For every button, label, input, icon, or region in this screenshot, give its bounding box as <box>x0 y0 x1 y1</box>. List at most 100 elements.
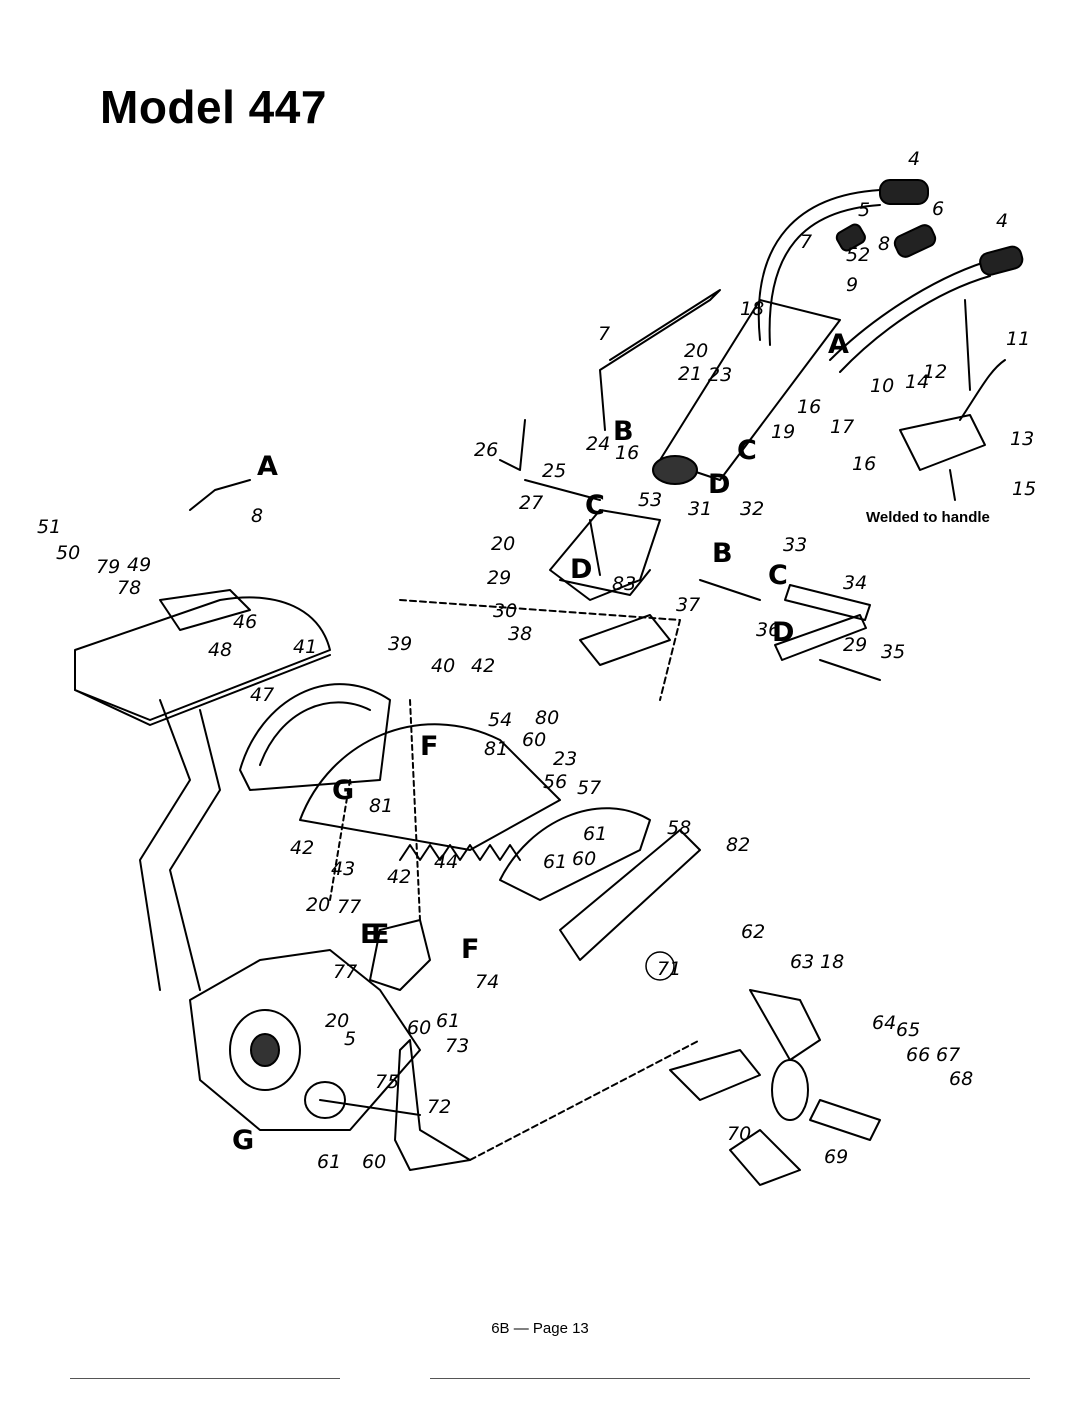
part-callout: 32 <box>740 498 764 520</box>
reference-letter: C <box>585 490 605 521</box>
axle-shaft <box>319 1099 421 1116</box>
plate-38 <box>579 614 671 666</box>
assembly-line-1 <box>399 599 681 701</box>
part-callout: 42 <box>387 866 411 888</box>
gear-hub <box>229 1009 301 1091</box>
part-callout: 64 <box>872 1012 896 1034</box>
part-callout: 63 <box>790 951 814 973</box>
part-callout: 48 <box>208 639 232 661</box>
handle-bar-left-inner <box>768 204 881 346</box>
part-callout: 17 <box>830 416 854 438</box>
part-callout: 20 <box>684 340 708 362</box>
control-rod-7 <box>599 289 721 431</box>
page-footer: 6B — Page 13 <box>491 1320 589 1337</box>
lever-bracket <box>899 414 986 471</box>
part-callout: 23 <box>553 748 577 770</box>
part-callout: 24 <box>586 433 610 455</box>
part-callout: 7 <box>598 323 610 345</box>
part-callout: 77 <box>333 961 357 983</box>
part-callout: 30 <box>493 600 517 622</box>
part-callout: 61 <box>583 823 607 845</box>
part-callout: 23 <box>708 364 732 386</box>
axle-end <box>304 1081 346 1119</box>
part-callout: 27 <box>519 492 543 514</box>
reference-letter: A <box>257 451 278 482</box>
bracket-plate <box>559 519 651 596</box>
handle-bar-right <box>829 261 986 361</box>
part-callout: 79 <box>96 556 120 578</box>
part-callout: 20 <box>306 894 330 916</box>
reference-letter: E <box>371 919 389 950</box>
part-callout: 16 <box>615 442 639 464</box>
part-callout: 61 <box>317 1151 341 1173</box>
part-callout: 68 <box>949 1068 973 1090</box>
reference-letter: E <box>360 919 378 950</box>
part-callout: 4 <box>996 210 1008 232</box>
part-callout: 53 <box>638 489 662 511</box>
reference-letter: C <box>768 560 788 591</box>
part-callout: 60 <box>362 1151 386 1173</box>
handle-bar-right-inner <box>839 275 991 373</box>
assembly-line-3 <box>329 779 351 901</box>
part-callout: 60 <box>407 1017 431 1039</box>
part-callout: 21 <box>678 363 702 385</box>
callout-circle-71 <box>645 951 675 981</box>
page-title: Model 447 <box>100 81 327 133</box>
knob-6 <box>893 224 937 258</box>
part-callout: 67 <box>936 1044 960 1066</box>
part-callout: 9 <box>846 274 858 296</box>
part-callout: 62 <box>741 921 765 943</box>
part-callout: 15 <box>1012 478 1036 500</box>
reference-letter: A <box>828 329 849 360</box>
frame-legs <box>139 699 221 991</box>
part-callout: 72 <box>427 1096 451 1118</box>
part-callout: 39 <box>388 633 412 655</box>
bar-34 <box>784 584 871 621</box>
arrow-down <box>949 469 956 501</box>
part-callout: 10 <box>870 375 894 397</box>
part-callout: 13 <box>1010 428 1034 450</box>
handle-grip-right <box>979 245 1024 276</box>
handle-bracket <box>549 509 661 601</box>
part-callout: 52 <box>846 244 870 266</box>
hood-41 <box>239 683 391 791</box>
part-callout: 18 <box>820 951 844 973</box>
bar-36 <box>774 614 867 661</box>
part-callout: 20 <box>325 1010 349 1032</box>
reference-letter: B <box>613 416 634 447</box>
part-callout: 7 <box>800 231 812 253</box>
crank-rod-26 <box>499 419 601 501</box>
reference-letter: D <box>708 469 730 500</box>
bottom-rule-left <box>70 1378 340 1379</box>
part-callout: 18 <box>740 298 764 320</box>
part-callout: 34 <box>843 572 867 594</box>
part-callout: 12 <box>923 361 947 383</box>
part-callout: 31 <box>688 498 712 520</box>
part-callout: 50 <box>56 542 80 564</box>
part-callout: 37 <box>676 594 700 616</box>
bracket-E <box>369 919 431 991</box>
part-callout: 56 <box>543 771 567 793</box>
hood-teeth <box>399 844 521 861</box>
part-callout: 19 <box>771 421 795 443</box>
rod-8 <box>189 479 251 511</box>
part-callout: 81 <box>484 738 508 760</box>
tine-blade-bottom <box>729 1129 801 1186</box>
part-callout: 47 <box>250 684 274 706</box>
hood-44 <box>299 723 561 851</box>
part-callout: 54 <box>488 709 512 731</box>
part-callout: 5 <box>858 199 870 221</box>
part-callout: 11 <box>1006 328 1030 350</box>
part-callout: 4 <box>908 148 920 170</box>
part-callout: 58 <box>667 817 691 839</box>
part-callout: 61 <box>436 1010 460 1032</box>
reference-letter: C <box>737 435 757 466</box>
part-callout: 43 <box>331 858 355 880</box>
tine-blade-right <box>809 1099 881 1141</box>
part-callout: 8 <box>878 233 890 255</box>
part-callout: 33 <box>783 534 807 556</box>
part-callout: 66 <box>906 1044 930 1066</box>
shield-bracket-46 <box>159 589 251 631</box>
part-callout: 80 <box>535 707 559 729</box>
